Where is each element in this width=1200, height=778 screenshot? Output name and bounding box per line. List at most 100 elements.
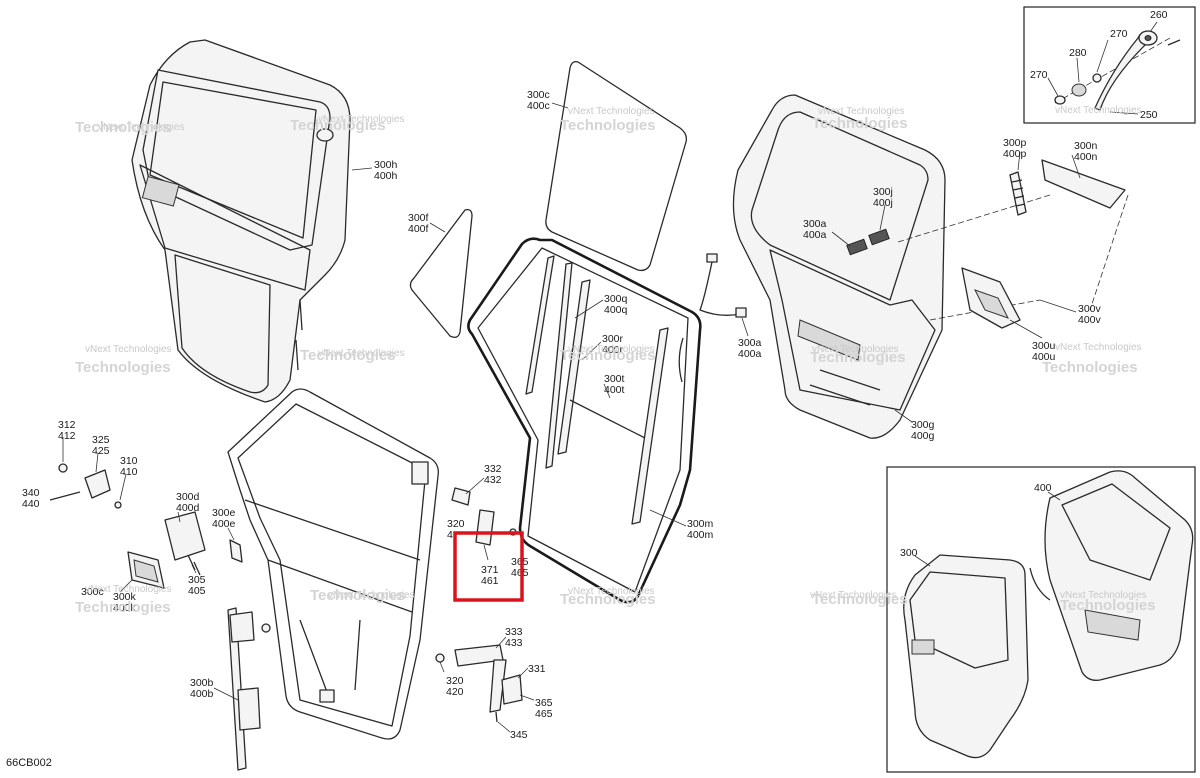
callout-412: 412: [58, 430, 76, 442]
watermark-5: vNext Technologies: [85, 344, 172, 355]
callout-270b: 270: [1110, 28, 1128, 40]
bracket-325-part: [84, 469, 111, 499]
callout-280: 280: [1069, 47, 1087, 59]
outer-door-beltline: [139, 164, 311, 291]
pin-260-part: [1167, 39, 1181, 46]
callout-400c: 400c: [527, 100, 550, 112]
callout-400q: 400q: [604, 304, 628, 316]
callout-250: 250: [1140, 109, 1158, 121]
inset-box-bottom: [886, 466, 1196, 773]
callout-420-lower: 420: [446, 686, 464, 698]
outer-door-mirror-mount: [316, 128, 334, 142]
watermark-12: vNext Technologies: [568, 586, 655, 597]
inset-door-assemblies: 400 300: [886, 466, 1196, 773]
watermark-4b: Technologies: [812, 115, 908, 132]
callout-400n: 400n: [1074, 151, 1098, 163]
callout-400j: 400j: [873, 197, 893, 209]
leader-320-lower: [439, 661, 445, 673]
callout-332: 332: [484, 463, 502, 475]
callout-400f: 400f: [408, 223, 429, 235]
leader-300h: [351, 167, 373, 171]
inner-door-window-opening: [750, 111, 929, 301]
callout-400k: 400k: [113, 602, 137, 614]
outer-door-handle-recess: [141, 175, 180, 207]
outer-door-panel-300h: 300h 400h: [131, 39, 398, 403]
inset-door-300-window: [909, 571, 1009, 669]
callout-400h: 400h: [374, 170, 398, 182]
callout-400a-lower: 400a: [738, 348, 762, 360]
watermarks: vNext Technologies Technologies vNext Te…: [75, 106, 1156, 616]
bracket-332-part: [451, 487, 471, 506]
callout-300k: 300k: [113, 591, 137, 603]
leader-270a: [1047, 77, 1059, 97]
callout-325: 325: [92, 434, 110, 446]
leader-325: [95, 452, 99, 473]
callout-425: 425: [92, 445, 110, 457]
outer-door-window-opening: [149, 81, 317, 239]
callout-410: 410: [120, 466, 138, 478]
leader-371: [483, 544, 489, 561]
striker-371-part: [475, 509, 495, 546]
watermark-9b: Technologies: [1042, 359, 1138, 376]
triangle-glass-pane: [409, 208, 473, 338]
callout-270a: 270: [1030, 69, 1048, 81]
regulator-top-bracket: [229, 611, 255, 643]
door-frame-lower-ribs: [299, 619, 361, 701]
screws-305-part: [187, 554, 201, 576]
window-regulator-300b: 300b 400b: [190, 607, 271, 771]
upper-glass-300c: 300c 400c: [527, 60, 688, 272]
arm-333-part: [489, 659, 507, 713]
callout-300g: 300g: [911, 419, 935, 431]
watermark-10: vNext Technologies: [85, 584, 172, 595]
watermark-text: vNext Technologies: [1055, 105, 1142, 116]
leader-331: [517, 667, 529, 679]
bushing-280-part: [1071, 83, 1087, 97]
callout-300q: 300q: [604, 293, 628, 305]
callout-400g: 400g: [911, 430, 935, 442]
watermark-14: vNext Technologies: [1060, 590, 1147, 601]
channel-300r: [557, 279, 591, 455]
speaker-300u-grille: [974, 289, 1009, 319]
leader-300f: [429, 222, 446, 233]
callout-300v: 300v: [1078, 303, 1102, 315]
leader-300t: [603, 383, 611, 399]
hinge-mount-parts: 312 412 325 425 310 410 340 440 300d 400…: [22, 419, 243, 614]
watermark-3: vNext Technologies: [568, 106, 655, 117]
callout-320-lower: 320: [446, 675, 464, 687]
callout-300j: 300j: [873, 186, 893, 198]
callout-440: 440: [22, 498, 40, 510]
channel-300t: [631, 327, 669, 525]
window-seal-300m: 300m 400m: [467, 237, 714, 604]
callout-400v: 400v: [1078, 314, 1102, 326]
callout-433: 433: [505, 637, 523, 649]
leader-300u: [1009, 319, 1043, 339]
leader-300m: [649, 509, 687, 527]
callout-300h: 300h: [374, 159, 398, 171]
door-frame-inner: [237, 403, 427, 727]
callout-340: 340: [22, 487, 40, 499]
leader-250: [1109, 111, 1139, 115]
leader-260: [1149, 21, 1158, 33]
inset-box-top: [1023, 6, 1196, 124]
callout-300e: 300e: [212, 507, 236, 519]
watermark-13b: Technologies: [812, 591, 908, 608]
highlight-box: [453, 531, 524, 602]
harness-wire: [699, 261, 741, 316]
leader-300p: [1017, 151, 1021, 171]
trim-axis: [1089, 194, 1129, 311]
latch-bracket-parts: 332 432 320 4 371 461 365 465: [447, 463, 529, 602]
callout-300u: 300u: [1032, 340, 1056, 352]
leader-400-inset: [1047, 491, 1061, 501]
door-frame-bottom-bracket: [319, 689, 335, 703]
callout-300c-lower: 300c: [81, 586, 104, 598]
washer-270b-part: [1092, 73, 1102, 83]
callout-310: 310: [120, 455, 138, 467]
callout-300c: 300c: [527, 89, 550, 101]
watermark-14b: Technologies: [1060, 597, 1156, 614]
watermark-1: vNext Technologies: [98, 122, 185, 133]
inset-door-400-panel: [1084, 609, 1141, 641]
spring-300p-coils: [1011, 179, 1026, 207]
callout-400p: 400p: [1003, 148, 1027, 160]
callout-300t: 300t: [604, 373, 625, 385]
leader-300r: [581, 341, 602, 361]
